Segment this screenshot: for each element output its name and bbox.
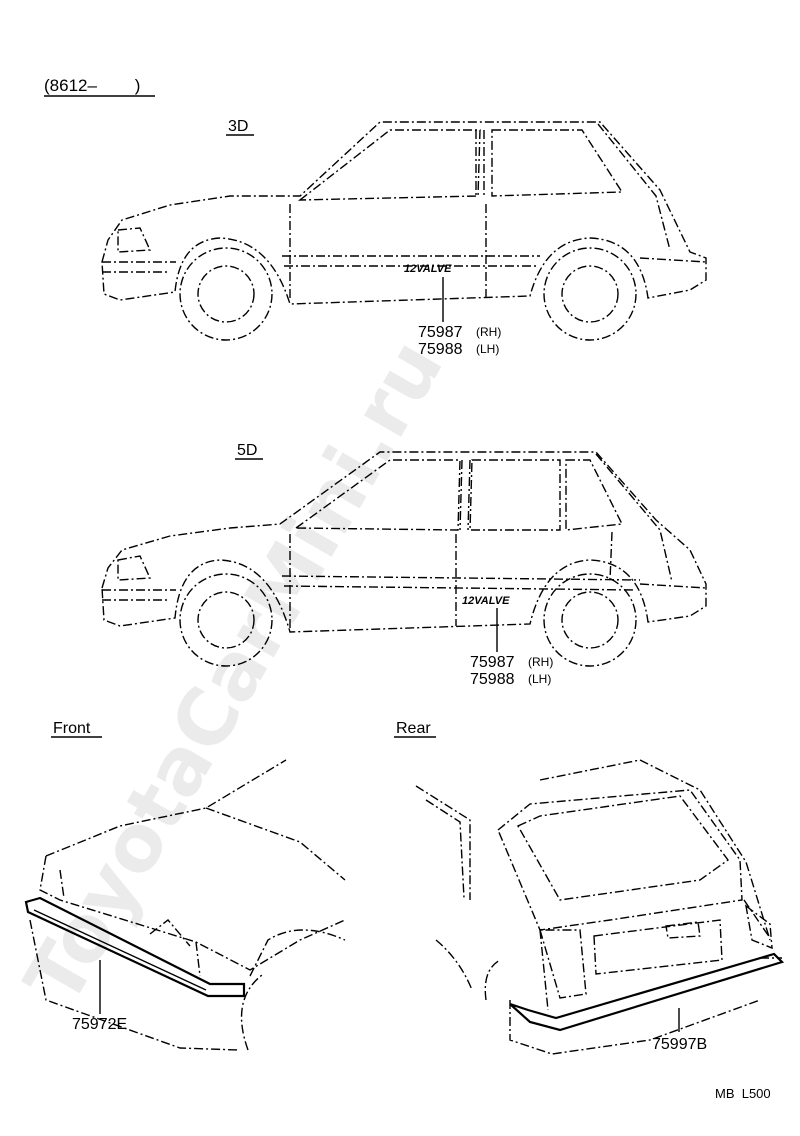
three-door-badge-12valve: 12VALVE — [404, 263, 452, 275]
three-door-car-outline — [101, 121, 707, 341]
five-door-part-rh: 75987 — [470, 654, 515, 671]
rear-label: Rear — [396, 720, 431, 737]
three-door-part-rh: 75987 — [418, 324, 463, 341]
footer-code: MB L500 — [715, 1086, 771, 1101]
five-door-view: 5D 12VALVE 75987 (RH) 75988 (LH) — [101, 442, 707, 688]
five-door-label: 5D — [237, 442, 257, 459]
three-door-view: 3D 12VALVE 75987 (RH) — [101, 118, 707, 358]
five-door-part-lh-side: (LH) — [528, 672, 551, 686]
front-part-number: 75972E — [72, 1016, 127, 1033]
rear-part-number: 75997B — [652, 1036, 707, 1053]
five-door-part-lh: 75988 — [470, 671, 515, 688]
front-label: Front — [53, 720, 91, 737]
model-code-header: (8612– ) — [44, 76, 140, 95]
front-car-outline — [24, 759, 346, 1051]
three-door-part-lh: 75988 — [418, 341, 463, 358]
three-door-label: 3D — [228, 118, 248, 135]
five-door-badge-12valve: 12VALVE — [462, 595, 510, 607]
front-view: Front 75972E — [24, 720, 346, 1051]
rear-view: Rear 75997B — [394, 720, 785, 1055]
five-door-part-rh-side: (RH) — [528, 655, 553, 669]
rear-car-outline — [415, 759, 785, 1055]
three-door-part-rh-side: (RH) — [476, 325, 501, 339]
five-door-car-outline — [101, 451, 707, 667]
three-door-part-lh-side: (LH) — [476, 342, 499, 356]
